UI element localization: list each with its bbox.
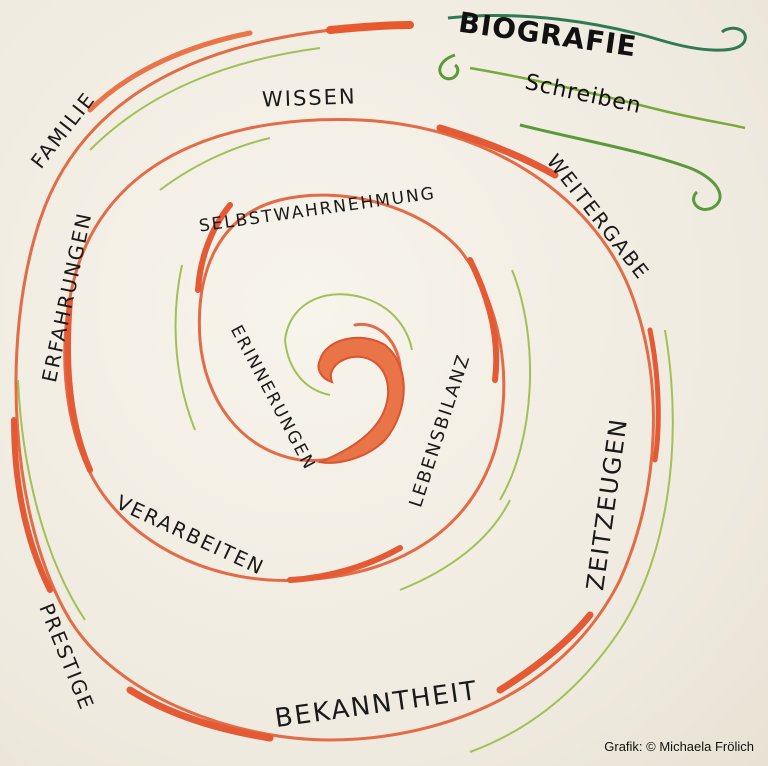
orange-accent-erfahrungen	[64, 297, 93, 473]
orange-accent-lebensbilanz	[467, 257, 500, 383]
green-line-inner-left	[174, 264, 196, 431]
label-wissen: WISSEN	[261, 84, 357, 112]
orange-accent-weitergabe	[436, 124, 559, 179]
green-line-right-outer	[469, 329, 674, 753]
orange-accent-top	[326, 21, 414, 34]
center-swirl	[316, 336, 405, 464]
title-swirl-bottom	[519, 123, 722, 211]
title-swirl-top	[447, 13, 747, 52]
green-inner-swirl2	[284, 339, 331, 396]
orange-accent-verarbeiten	[287, 545, 403, 583]
orange-accent-left	[11, 417, 53, 593]
title-swirl-mid	[469, 66, 746, 130]
credit-line: Grafik: © Michaela Frölich	[604, 739, 754, 754]
orange-accent-selbst	[195, 202, 233, 293]
orange-accent-bottom-right	[496, 611, 594, 694]
green-line-right-inner	[499, 269, 532, 501]
green-line-left	[17, 379, 86, 621]
green-line-top	[89, 47, 321, 151]
orange-accent-right	[647, 327, 661, 463]
orange-spiral-line	[14, 23, 655, 742]
green-inner-swirl	[284, 293, 413, 351]
title-swirl-left	[438, 53, 460, 81]
green-line-top2	[159, 137, 271, 191]
orange-accent-top-left	[87, 30, 253, 113]
green-line-bottom	[399, 499, 511, 591]
orange-accent-bottom-left	[126, 686, 274, 742]
